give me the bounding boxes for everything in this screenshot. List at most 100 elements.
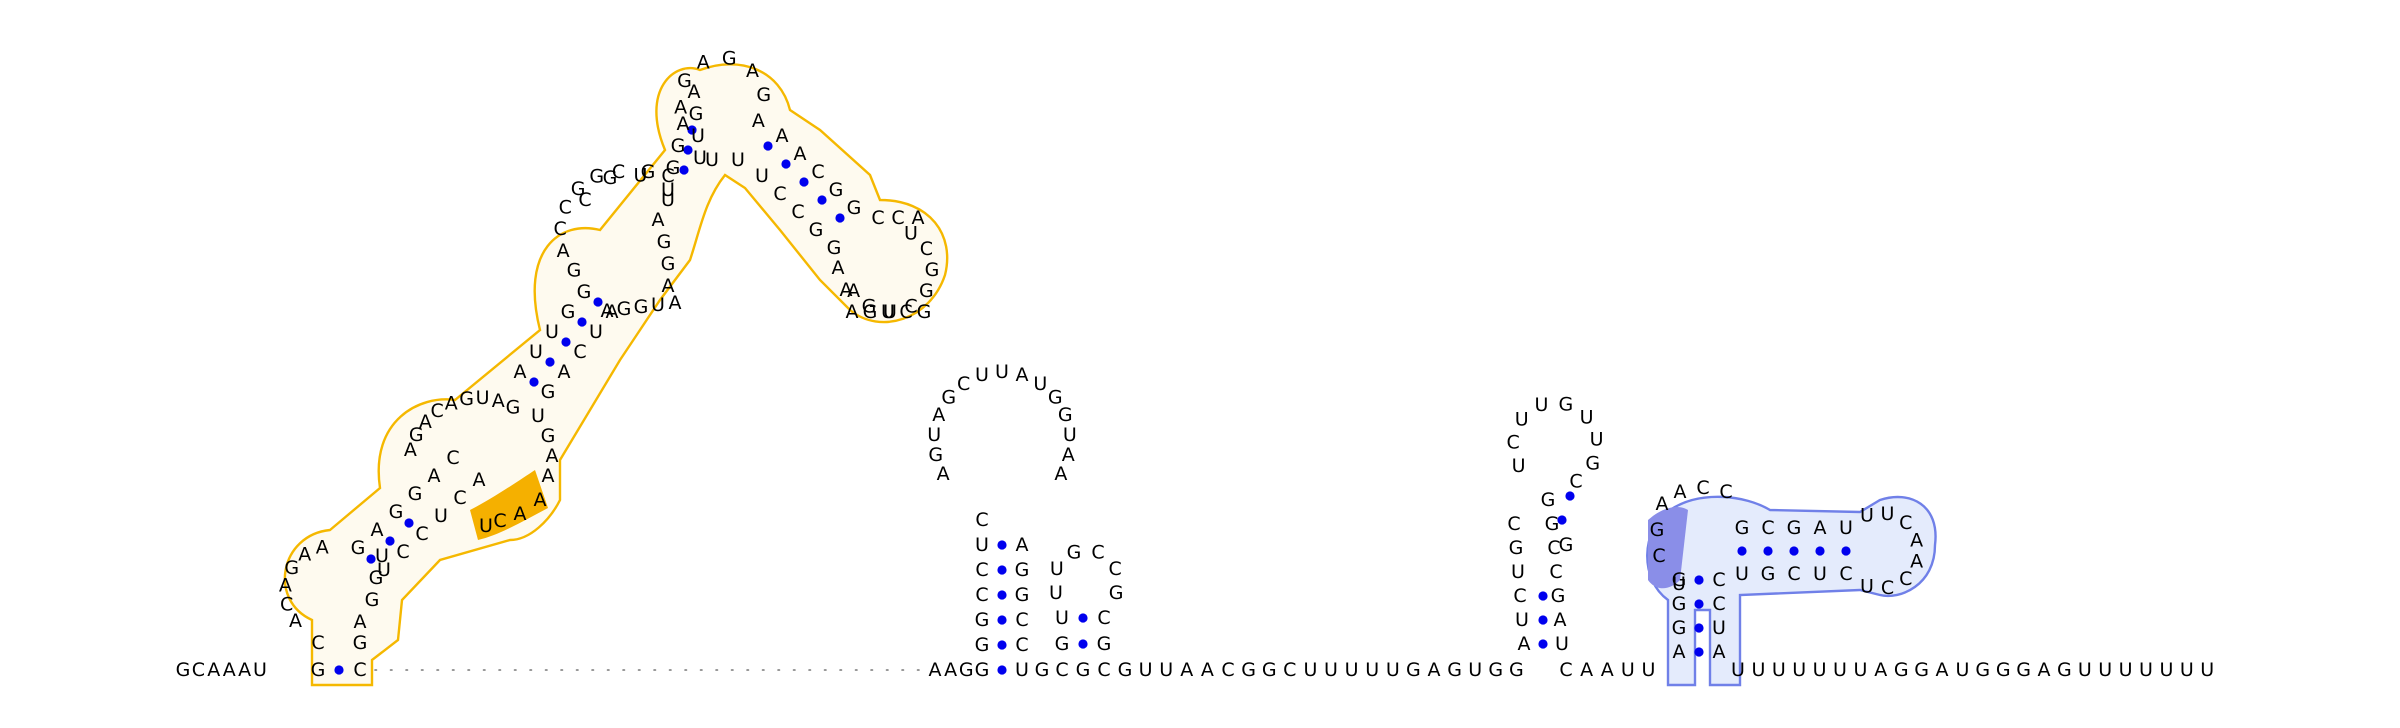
nucleotide-hairpin1: U [705, 149, 719, 171]
nucleotide-hairpin1-stem: A [794, 143, 807, 165]
nucleotide-tail-left: C [192, 659, 205, 681]
base-pair-dot [997, 540, 1007, 550]
nucleotide-hairpin1: C [661, 165, 674, 187]
base-pair-dot [683, 145, 693, 155]
nucleotide-hairpin5-stem: C [1787, 563, 1800, 585]
nucleotide-hairpin1: U [479, 515, 493, 537]
base-pair-dot [1815, 546, 1825, 556]
nucleotide-hairpin1-stem: G [541, 381, 556, 403]
nucleotide-hairpin3-loop: G [1067, 541, 1082, 563]
nucleotide-hairpin2-stem: G [975, 609, 990, 631]
nucleotide-hairpin1: U [661, 189, 675, 211]
nucleotide-linker-mid: U [1303, 659, 1317, 681]
nucleotide-tail-right: U [2119, 659, 2133, 681]
nucleotide-hairpin4-stem: C [1547, 537, 1560, 559]
base-pair-dot [366, 554, 376, 564]
base-pair-dot [1557, 515, 1567, 525]
nucleotide-hairpin1-stem: G [408, 483, 423, 505]
nucleotide-tail-right: U [1833, 659, 1847, 681]
nucleotide-hairpin1: U [531, 405, 545, 427]
nucleotide-hairpin3: C [1097, 659, 1110, 681]
nucleotide-hairpin1-loop: A [445, 392, 458, 414]
nucleotide-hairpin2-loop: U [995, 361, 1009, 383]
highlight-region-orange [283, 63, 949, 687]
nucleotide-hairpin5: C [1719, 481, 1732, 503]
nucleotide-hairpin1-stem: A [473, 469, 486, 491]
nucleotide-hairpin1: G [603, 167, 618, 189]
nucleotide-hairpin1-stem: G [577, 281, 592, 303]
nucleotide-hairpin5-stem: U [1712, 617, 1726, 639]
nucleotide-hairpin1-loop: G [459, 388, 474, 410]
nucleotide-hairpin4-loop: U [1580, 406, 1594, 428]
base-pair-dot [997, 640, 1007, 650]
nucleotide-hairpin4-stem: A [1518, 633, 1531, 655]
base-pair-dot [1694, 599, 1704, 609]
nucleotide-hairpin4-loop: G [1559, 393, 1574, 415]
base-pair-dot [997, 565, 1007, 575]
nucleotide-hairpin1: G [641, 161, 656, 183]
nucleotide-tail-right: U [2200, 659, 2214, 681]
nucleotide-hairpin5-loop: C [1899, 512, 1912, 534]
nucleotide-hairpin5: C [1696, 477, 1709, 499]
nucleotide-hairpin1-loop: A [279, 575, 292, 597]
nucleotide-hairpin1-loop: G [756, 84, 771, 106]
base-pair-dot [593, 297, 603, 307]
nucleotide-hairpin1: G [634, 296, 649, 318]
nucleotide-hairpin1: A [534, 489, 547, 511]
base-pair-dots [334, 125, 1851, 675]
nucleotide-hairpin1: A [514, 503, 527, 525]
highlight-segment-blue-acg [1648, 507, 1688, 589]
nucleotide-linker: A [944, 659, 957, 681]
nucleotide-hairpin3: C [1097, 607, 1110, 629]
nucleotide-hairpin1: A [846, 301, 859, 323]
base-pair-dot [561, 337, 571, 347]
nucleotide-hairpin1: G [863, 301, 878, 323]
nucleotide-hairpin1: A [601, 300, 614, 322]
nucleotide-hairpin5-loop: A [1910, 550, 1923, 572]
base-pair-dot [385, 536, 395, 546]
nucleotide-hairpin1-loop: G [409, 424, 424, 446]
nucleotide-hairpin1-loop: G [506, 396, 521, 418]
nucleotide-hairpin1: G [369, 567, 384, 589]
nucleotide-hairpin1-loop: G [284, 557, 299, 579]
nucleotide-hairpin1-loop: A [298, 544, 311, 566]
nucleotide-hairpin5-loop: A [1910, 530, 1923, 552]
nucleotide-hairpin2-loop: A [937, 463, 950, 485]
nucleotide-tail-right: G [1975, 659, 1990, 681]
base-pair-dot [1694, 575, 1704, 585]
nucleotide-hairpin1: G [617, 298, 632, 320]
nucleotide-hairpin1: A [669, 292, 682, 314]
nucleotide-hairpin2: C [975, 509, 988, 531]
nucleotide-hairpin1-stem: G [829, 179, 844, 201]
nucleotide-hairpin1: U [731, 149, 745, 171]
nucleotide-tail-right: G [1996, 659, 2011, 681]
nucleotide-hairpin1-loop: G [919, 280, 934, 302]
nucleotide-hairpin5-stem: G [1735, 517, 1750, 539]
nucleotide-hairpin2-stem: C [975, 559, 988, 581]
nucleotide-hairpin1: U [651, 294, 665, 316]
nucleotide-hairpin1: A [546, 445, 559, 467]
nucleotide-hairpin4-stem: G [1545, 513, 1560, 535]
nucleotide-hairpin1-stem: U [434, 505, 448, 527]
nucleotide-hairpin4-loop: C [1569, 470, 1582, 492]
nucleotide-linker: G [959, 659, 974, 681]
nucleotide-hairpin1-stem: U [529, 341, 543, 363]
nucleotide-hairpin1-stem: A [558, 361, 571, 383]
nucleotide-hairpin1-stem: A [606, 301, 619, 323]
base-pair-dot [404, 518, 414, 528]
nucleotide-tail-right: G [2057, 659, 2072, 681]
nucleotide-hairpin4-stem: G [1509, 537, 1524, 559]
nucleotide-hairpin1-stem: C [446, 447, 459, 469]
nucleotide-hairpin2-loop: G [928, 444, 943, 466]
nucleotide-hairpin5: A [1656, 493, 1669, 515]
nucleotide-hairpin1: G [365, 589, 380, 611]
nucleotide-hairpin1: A [840, 279, 853, 301]
nucleotide-hairpin1-stem: U [691, 125, 705, 147]
nucleotide-hairpin1-loop: A [557, 240, 570, 262]
nucleotide-hairpin1-stem: U [377, 559, 391, 581]
nucleotide-hairpin1-loop: G [925, 259, 940, 281]
base-pair-dot [545, 357, 555, 367]
nucleotide-hairpin2-stem: G [975, 659, 990, 681]
nucleotide-hairpin1: C [493, 510, 506, 532]
